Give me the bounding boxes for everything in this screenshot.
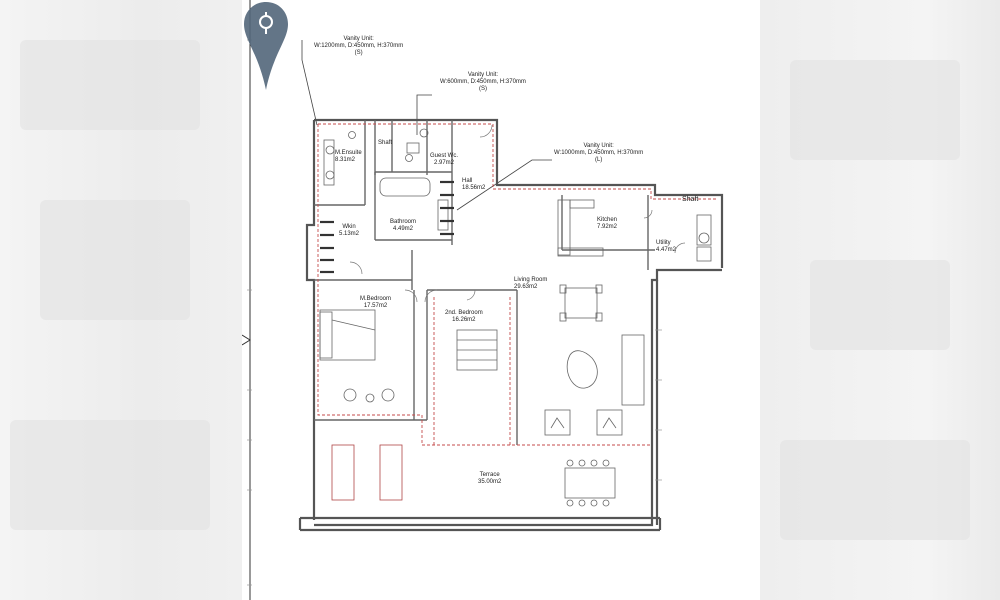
room-guest-wc: Guest Wc. 2.97m2 [430, 153, 458, 167]
room-m-bedroom-area: 17.57m2 [363, 303, 388, 309]
vanity-unit-2-title: Vanity Unit: [467, 72, 499, 78]
room-m-ensuite-area: 8.31m2 [335, 157, 356, 163]
vanity-unit-3-code: (L) [594, 157, 603, 163]
vanity-unit-2-dims: W:600mm, D:450mm, H:370mm [440, 79, 526, 85]
room-second-bedroom-name: 2nd. Bedroom [445, 310, 483, 316]
vanity-unit-1-dims: W:1200mm, D:450mm, H:370mm [314, 43, 404, 49]
vanity-unit-1-title: Vanity Unit: [343, 36, 374, 42]
room-wkin-name: Wkin [342, 224, 356, 230]
room-utility-area: 4.47m2 [656, 247, 677, 253]
room-utility-name: Utility [656, 240, 671, 246]
room-shaft-right: Shaft [682, 196, 698, 203]
room-hall: Hall 18.56m2 [462, 178, 485, 192]
room-m-bedroom: M.Bedroom 17.57m2 [360, 296, 391, 310]
room-living-room: Living Room 29.63m2 [514, 277, 547, 291]
room-terrace: Terrace 35.00m2 [478, 472, 501, 486]
room-bathroom-name: Bathroom [390, 219, 417, 225]
room-m-ensuite: M.Ensuite 8.31m2 [335, 150, 362, 164]
room-kitchen-area: 7.92m2 [597, 224, 618, 230]
room-living-room-name: Living Room [514, 277, 548, 283]
room-kitchen: Kitchen 7.92m2 [597, 217, 617, 231]
blurred-left-margin [0, 0, 242, 600]
vanity-unit-1-code: (S) [354, 50, 363, 56]
location-pin-icon[interactable] [242, 0, 290, 92]
room-guest-wc-area: 2.97m2 [434, 160, 455, 166]
room-terrace-area: 35.00m2 [478, 479, 502, 485]
vanity-unit-2-note: Vanity Unit: W:600mm, D:450mm, H:370mm (… [440, 72, 526, 93]
room-hall-area: 18.56m2 [462, 185, 486, 191]
room-kitchen-name: Kitchen [597, 217, 618, 223]
room-second-bedroom-area: 16.26m2 [452, 317, 476, 323]
room-hall-name: Hall [462, 178, 473, 184]
room-bathroom: Bathroom 4.49m2 [390, 219, 416, 233]
room-wkin-area: 5.13m2 [339, 231, 360, 237]
room-second-bedroom: 2nd. Bedroom 16.26m2 [445, 310, 483, 324]
room-living-room-area: 29.63m2 [514, 284, 538, 290]
room-bathroom-area: 4.49m2 [393, 226, 414, 232]
room-utility: Utility 4.47m2 [656, 240, 676, 254]
room-shaft-left: Shaft [378, 140, 392, 147]
floor-plan-drawing [242, 0, 724, 600]
room-m-ensuite-name: M.Ensuite [335, 150, 362, 156]
vanity-unit-1-note: Vanity Unit: W:1200mm, D:450mm, H:370mm … [314, 36, 403, 57]
vanity-unit-3-title: Vanity Unit: [583, 143, 614, 149]
room-guest-wc-name: Guest Wc. [430, 153, 459, 159]
floor-plan-sheet: Vanity Unit: W:1200mm, D:450mm, H:370mm … [242, 0, 760, 600]
room-wkin: Wkin 5.13m2 [339, 224, 359, 238]
vanity-unit-3-note: Vanity Unit: W:1000mm, D:450mm, H:370mm … [554, 143, 643, 164]
vanity-unit-2-code: (S) [478, 86, 487, 92]
room-shaft-right-name: Shaft [682, 196, 699, 203]
blurred-right-margin [760, 0, 1000, 600]
room-m-bedroom-name: M.Bedroom [360, 296, 392, 302]
vanity-unit-3-dims: W:1000mm, D:450mm, H:370mm [554, 150, 644, 156]
room-terrace-name: Terrace [479, 472, 500, 478]
room-shaft-left-name: Shaft [378, 140, 393, 146]
